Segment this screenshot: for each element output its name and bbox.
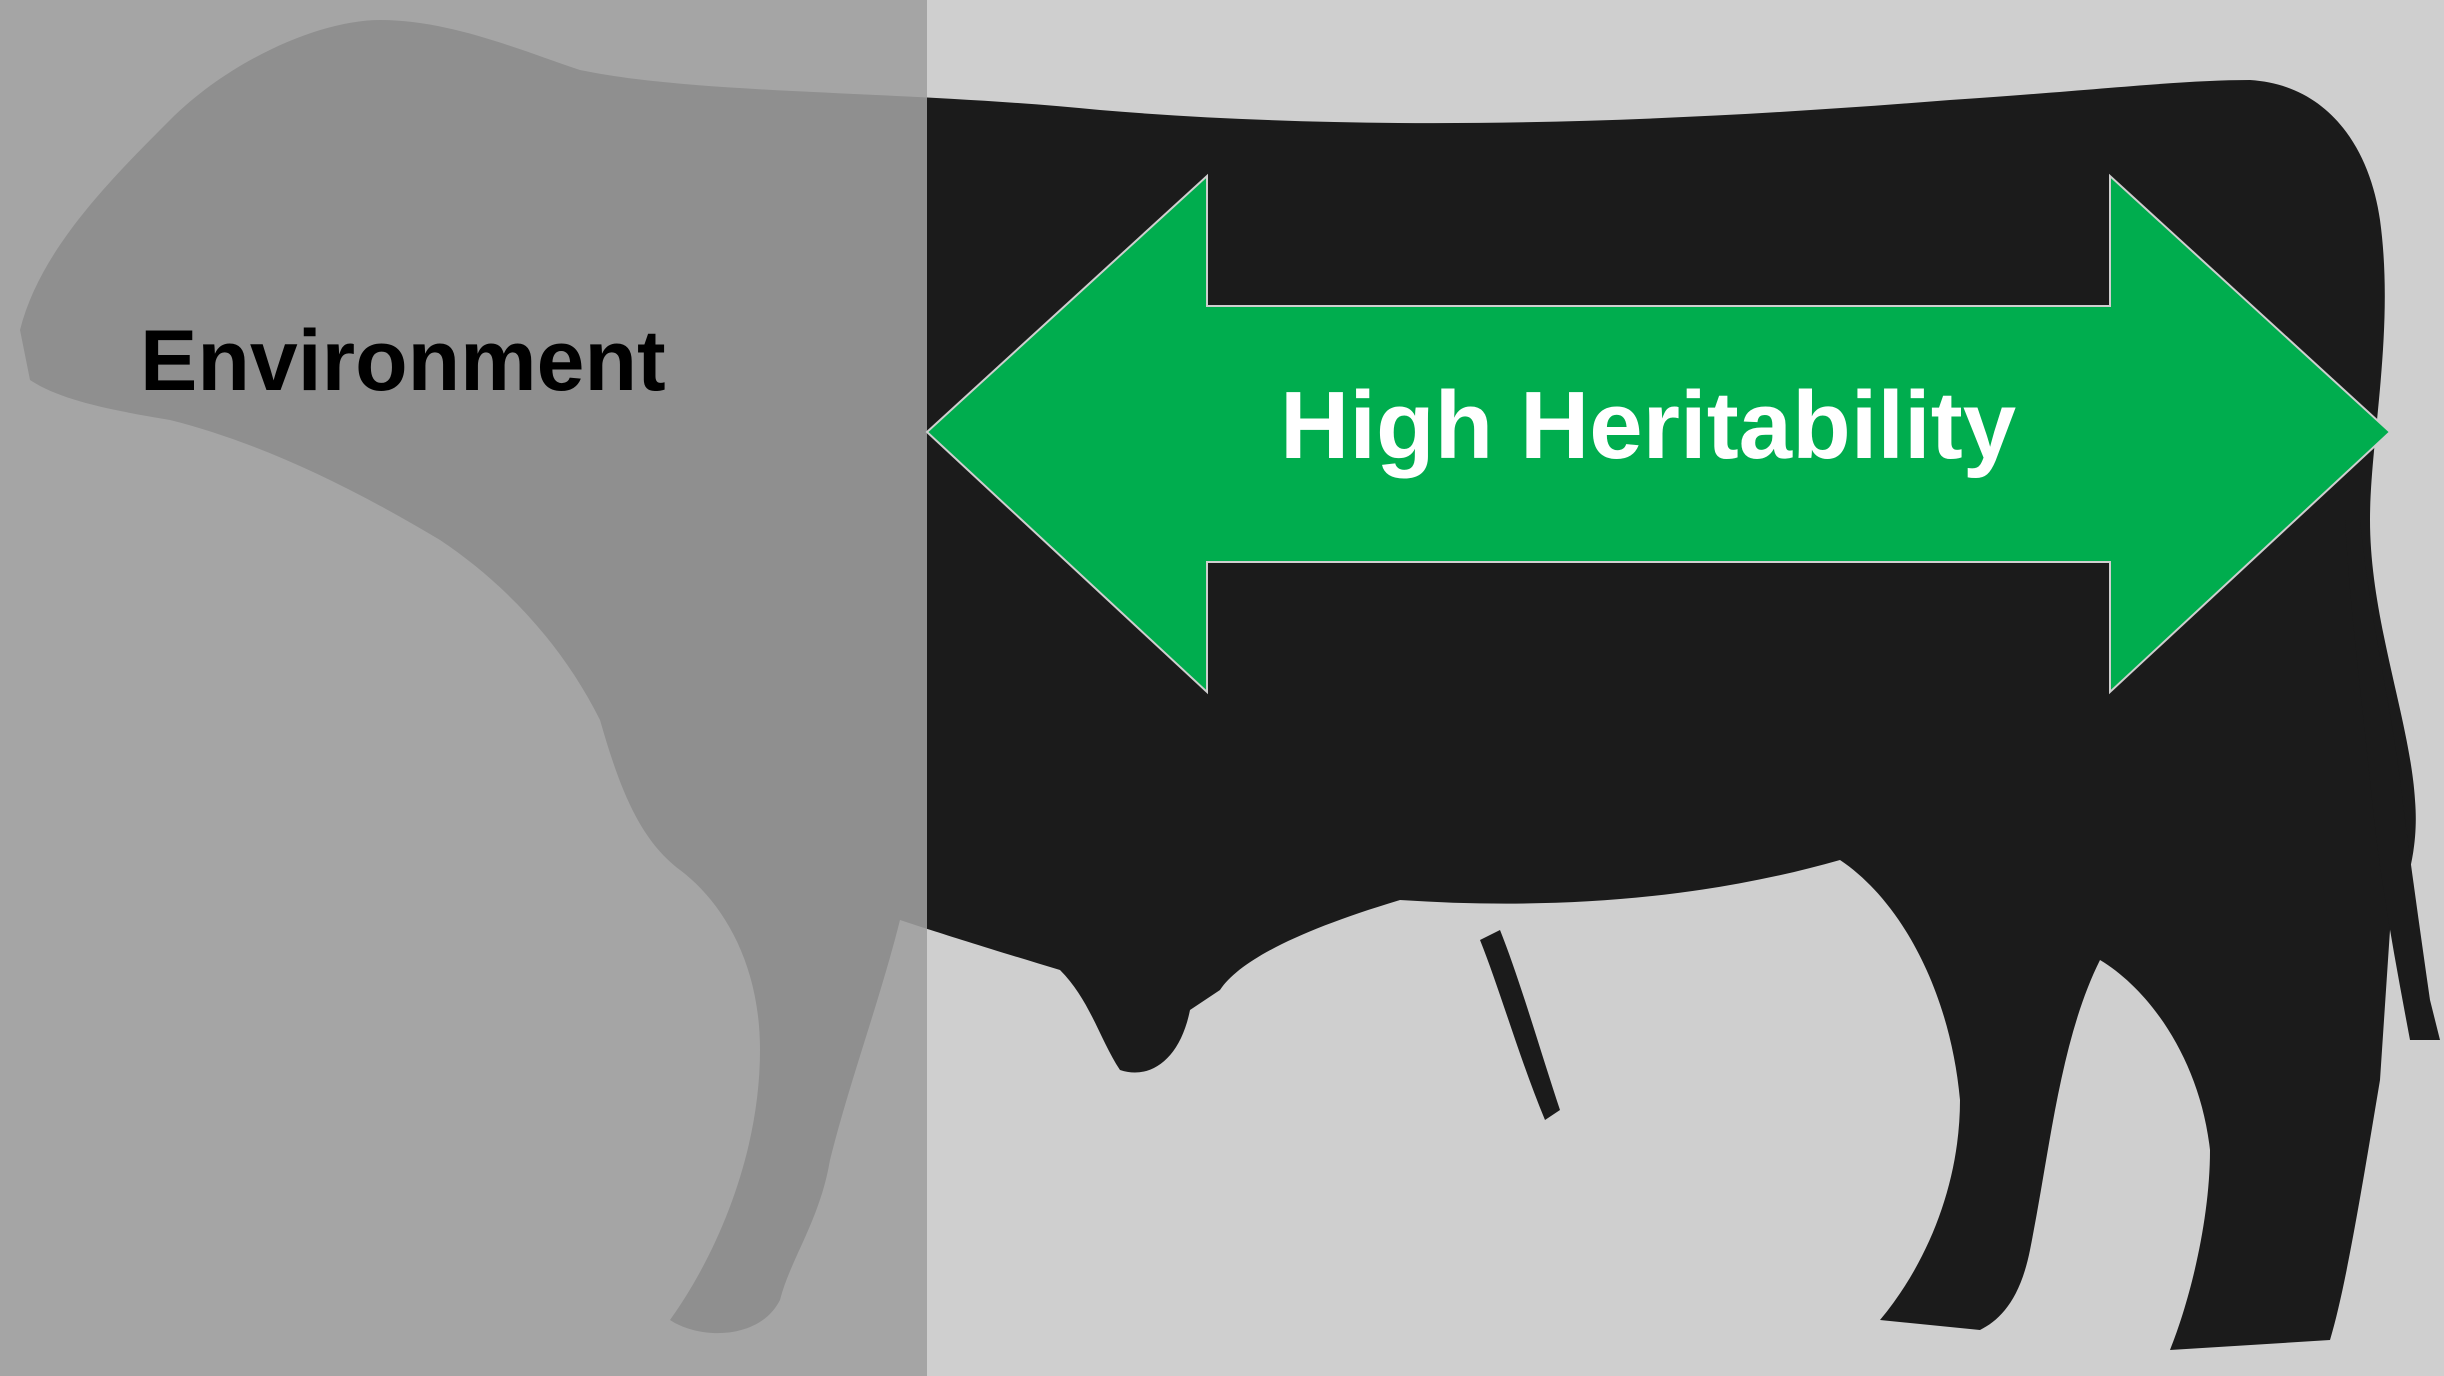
environment-label: Environment	[140, 318, 666, 404]
environment-overlay	[0, 0, 927, 1376]
high-heritability-label: High Heritability	[1280, 378, 2016, 474]
